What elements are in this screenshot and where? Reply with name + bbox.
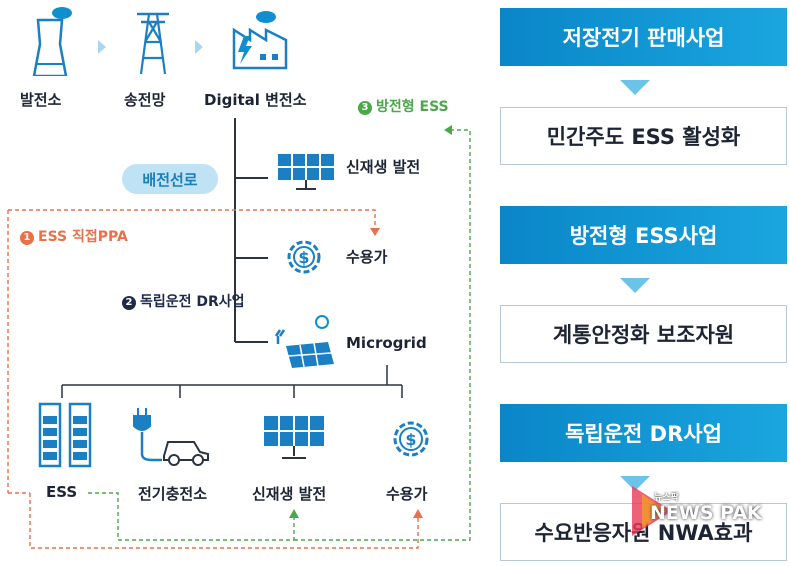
solar-panel-icon [276,152,336,196]
grid-ess-tag: 3 방전형 ESS [358,96,449,116]
arrow-down-icon [620,278,650,293]
bottom-renewable-label: 신재생 발전 [252,485,327,503]
power-plant-icon [30,4,74,80]
business-title-2: 방전형 ESS사업 [500,206,787,264]
renewable-label: 신재생 발전 [346,158,421,176]
arrow-down-icon [620,80,650,95]
watermark-text: NEWS PAK [650,502,762,524]
svg-text:$: $ [298,248,309,267]
business-title-1: 저장전기 판매사업 [500,8,787,66]
ev-charging-icon [132,404,212,470]
microgrid-icon [270,312,338,374]
svg-text:$: $ [405,430,416,449]
arrow-down-icon [620,476,650,491]
business-desc-2: 계통안정화 보조자원 [500,305,787,363]
tag-number: 2 [122,295,136,310]
direct-ppa-tag: 1 ESS 직접PPA [20,226,128,246]
distribution-line-badge: 배전선로 [122,164,218,194]
substation-label: Digital 변전소 [204,91,307,109]
watermark-small: 뉴스팍 [654,493,679,503]
transmission-label: 송전망 [124,91,166,109]
independent-dr-tag: 2 독립운전 DR사업 [122,291,245,311]
power-plant-label: 발전소 [20,91,62,109]
newspak-watermark: 뉴스팍 NEWS PAK [632,476,790,546]
ess-battery-icon [38,402,94,472]
tag-number: 1 [20,230,34,245]
bottom-consumer-label: 수용가 [386,485,428,503]
substation-factory-icon [230,8,292,76]
tag-label: 방전형 ESS [376,99,449,115]
consumer-label: 수용가 [346,248,388,266]
tag-number: 3 [358,100,372,115]
tag-label: 독립운전 DR사업 [140,294,245,310]
solar-panel-icon [262,414,326,466]
tag-label: ESS 직접PPA [38,229,128,245]
ev-charging-label: 전기충전소 [138,485,208,503]
consumer-gear-icon: $ [280,233,328,285]
microgrid-label: Microgrid [346,334,427,352]
consumer-gear-icon: $ [386,414,436,468]
business-desc-1: 민간주도 ESS 활성화 [500,107,787,165]
ess-label: ESS [46,483,78,501]
business-title-3: 독립운전 DR사업 [500,404,787,462]
transmission-tower-icon [133,8,173,80]
